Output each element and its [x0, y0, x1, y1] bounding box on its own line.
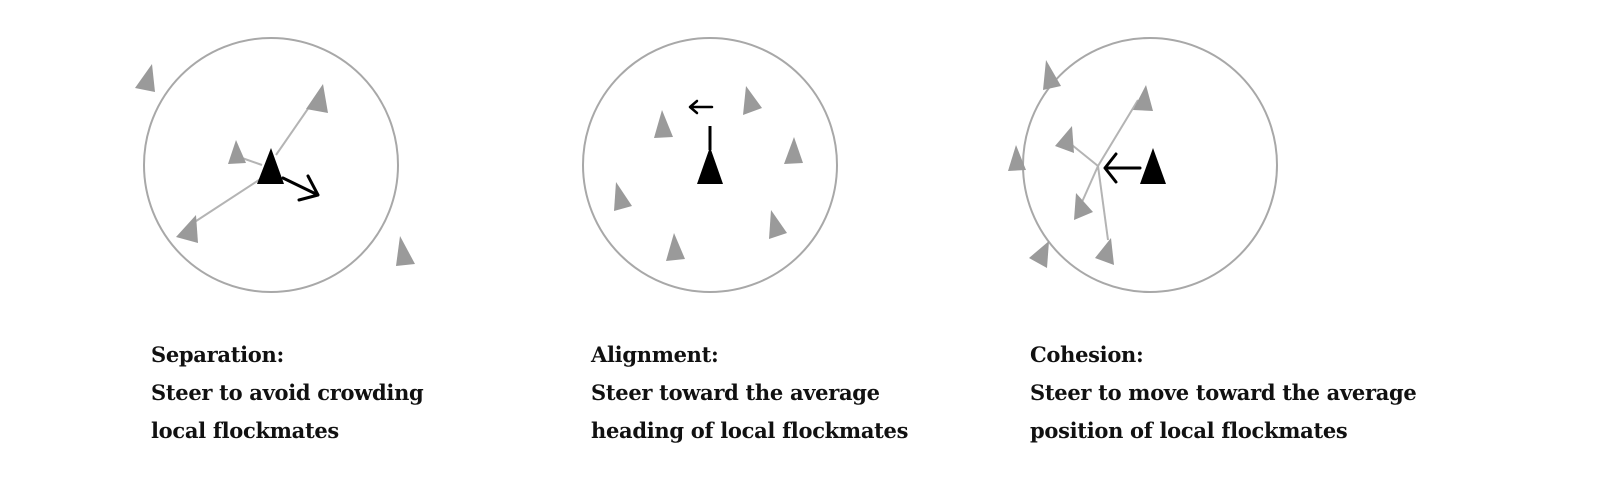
- boid-neighbor: [1133, 85, 1153, 111]
- cohesion-diagram: [1008, 37, 1278, 293]
- focal-boid: [257, 148, 284, 184]
- neighbor-line: [1071, 144, 1099, 167]
- boid-outside: [396, 236, 415, 266]
- neighbor-line: [241, 157, 263, 166]
- boid-neighbor: [1095, 238, 1114, 265]
- separation-caption: Separation: Steer to avoid crowding loca…: [151, 336, 424, 450]
- steer-arrow-icon: [1103, 152, 1142, 184]
- steer-arrow-icon: [281, 174, 320, 202]
- boid-neighbor: [228, 140, 246, 164]
- separation-diagram: [135, 37, 415, 293]
- caption-line: heading of local flockmates: [591, 418, 909, 443]
- caption-line: Steer to move toward the average: [1030, 380, 1417, 405]
- boid-neighbor: [306, 84, 328, 113]
- neighborhood-circle: [582, 37, 838, 293]
- boid-neighbor: [1074, 193, 1093, 220]
- boid-neighbor: [614, 182, 632, 211]
- caption-line: Steer toward the average: [591, 380, 880, 405]
- boid-outside: [1008, 145, 1026, 171]
- cohesion-caption: Cohesion: Steer to move toward the avera…: [1030, 336, 1417, 450]
- caption-line: position of local flockmates: [1030, 418, 1348, 443]
- boid-neighbor: [769, 210, 787, 239]
- boid-neighbor: [784, 137, 803, 164]
- caption-line: Steer to avoid crowding: [151, 380, 424, 405]
- boid-outside: [1029, 241, 1049, 268]
- neighbor-line: [189, 177, 263, 226]
- alignment-diagram: [582, 37, 838, 293]
- boid-neighbor: [654, 110, 673, 138]
- focal-boid: [1140, 148, 1166, 184]
- neighbor-line: [1097, 165, 1109, 241]
- caption-title: Alignment:: [591, 342, 719, 367]
- alignment-caption: Alignment: Steer toward the average head…: [591, 336, 908, 450]
- caption-title: Cohesion:: [1030, 342, 1144, 367]
- focal-boid: [697, 147, 723, 184]
- boid-outside: [1043, 60, 1061, 90]
- neighbor-line: [1081, 165, 1099, 203]
- boid-neighbor: [743, 86, 762, 115]
- boid-neighbor: [666, 233, 685, 261]
- neighbor-line: [1097, 99, 1139, 167]
- boid-outside: [135, 64, 155, 92]
- caption-line: local flockmates: [151, 418, 339, 443]
- caption-title: Separation:: [151, 342, 284, 367]
- boid-neighbor: [176, 215, 198, 243]
- boid-neighbor: [1055, 126, 1074, 153]
- neighborhood-circle: [143, 37, 399, 293]
- steer-arrow-icon: [688, 99, 714, 115]
